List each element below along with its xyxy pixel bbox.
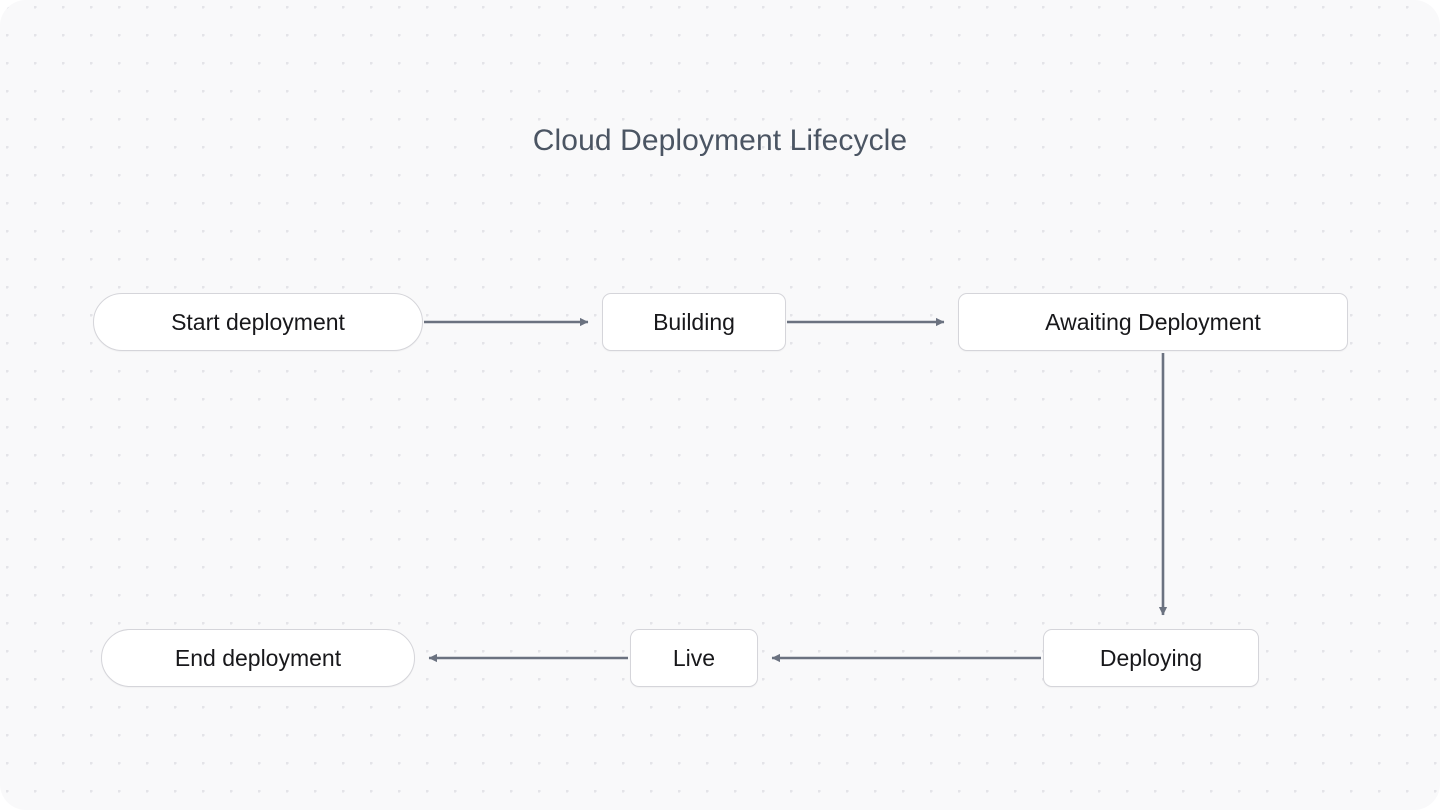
node-label: End deployment [174, 644, 342, 671]
node-live[interactable]: Live [630, 629, 758, 687]
node-label: Awaiting Deployment [1045, 308, 1261, 335]
node-end-deployment[interactable]: End deployment [101, 629, 415, 687]
node-start-deployment[interactable]: Start deployment [93, 293, 423, 351]
node-label: Building [653, 308, 735, 335]
node-label: Deploying [1099, 644, 1203, 671]
page-title: Cloud Deployment Lifecycle [532, 124, 908, 157]
node-deploying[interactable]: Deploying [1043, 629, 1259, 687]
node-awaiting-deployment[interactable]: Awaiting Deployment [958, 293, 1348, 351]
node-label: Start deployment [171, 308, 345, 335]
node-label: Live [672, 644, 716, 671]
node-building[interactable]: Building [602, 293, 786, 351]
